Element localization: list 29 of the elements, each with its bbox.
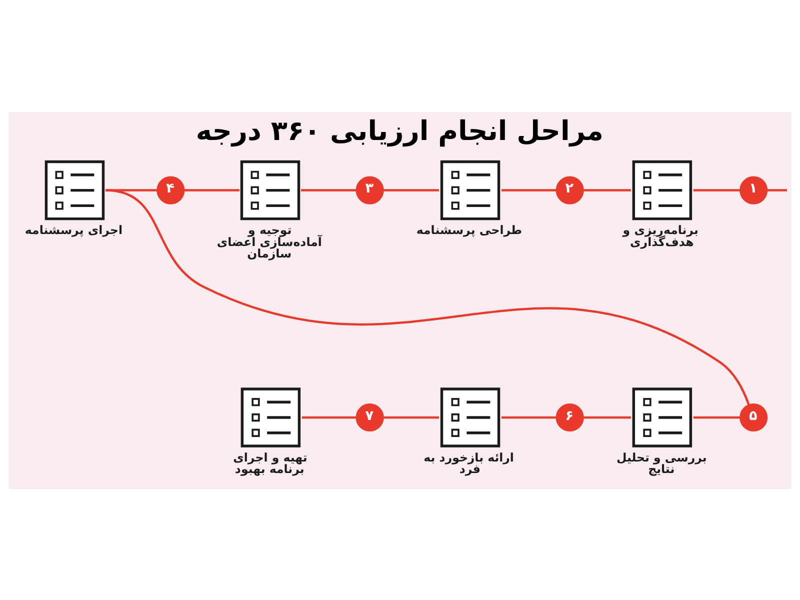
connector xyxy=(301,188,356,191)
connector xyxy=(693,416,740,418)
connector xyxy=(384,416,440,418)
node-circle: ۱ xyxy=(740,176,768,204)
node-circle: ۷ xyxy=(356,402,384,432)
node-circle: ۴ xyxy=(156,176,185,204)
connector xyxy=(693,188,740,191)
diagram-title: مراحل انجام ارزیابی ۳۶۰ درجه xyxy=(196,116,604,147)
node-label: ارائه بازخورد به فرد xyxy=(424,450,514,476)
connector xyxy=(384,188,440,191)
node-label: بررسی و تحلیل نتایج xyxy=(616,450,707,476)
connector xyxy=(302,416,356,418)
connector xyxy=(583,416,631,418)
connector xyxy=(583,188,631,191)
node-circle: ۲ xyxy=(556,176,584,204)
connector xyxy=(106,188,157,191)
connector xyxy=(105,188,750,405)
node-label: توجیه و آماده‌سازی اعضای سازمان xyxy=(216,222,322,260)
node-label: تهیه و اجرای برنامه بهبود xyxy=(233,450,308,476)
connector xyxy=(502,416,556,418)
node-circle: ۳ xyxy=(356,176,384,204)
node-label: اجرای پرسشنامه xyxy=(24,222,122,237)
node-circle: ۵ xyxy=(740,402,768,432)
connector xyxy=(502,188,556,191)
connector xyxy=(184,188,240,191)
node-label: طراحی پرسشنامه xyxy=(416,222,522,237)
node-label: برنامه‌ریزی و هدف‌گذاری xyxy=(622,222,698,248)
connector xyxy=(767,188,787,191)
node-circle: ۶ xyxy=(556,402,584,432)
